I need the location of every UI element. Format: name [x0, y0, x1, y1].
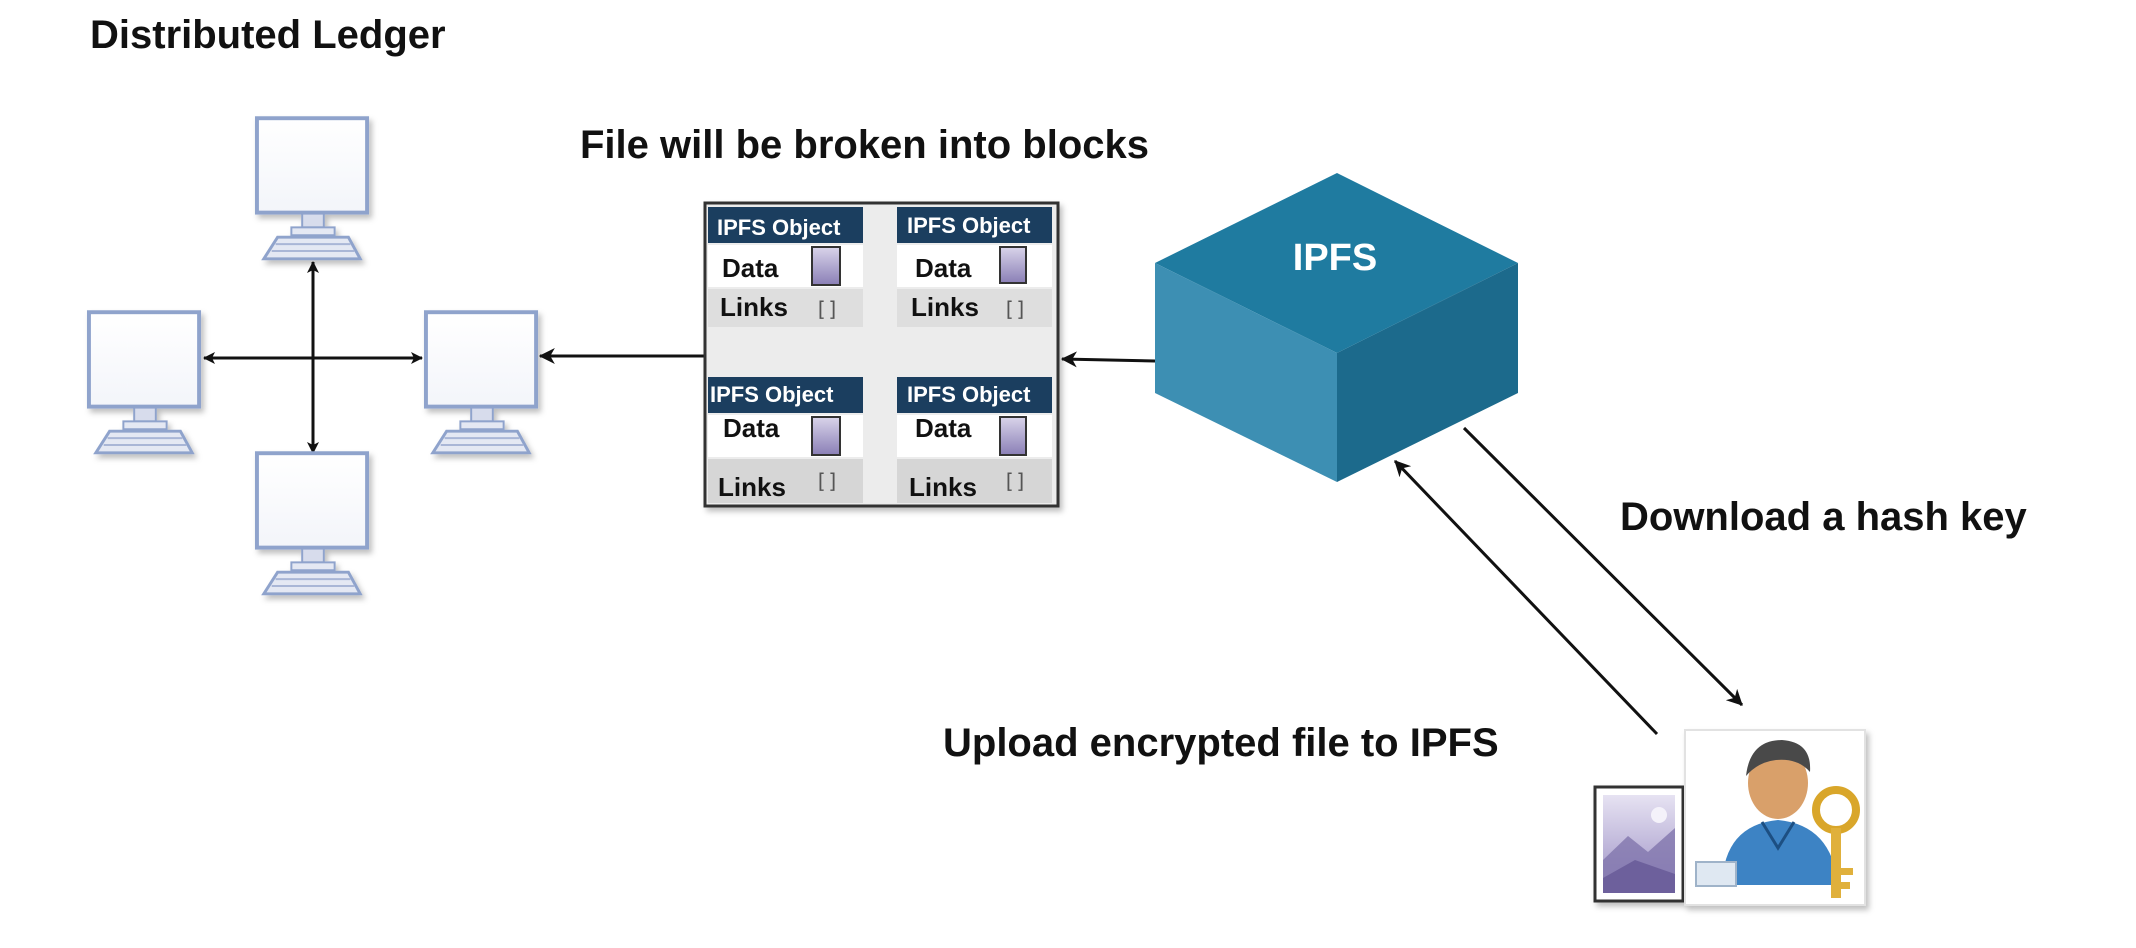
upload-heading: Upload encrypted file to IPFS	[943, 721, 1499, 765]
user-with-key-icon	[1684, 729, 1866, 906]
computer-icon	[254, 451, 370, 596]
data-doc-icon	[811, 416, 841, 456]
ipfs-cube-right	[1337, 263, 1518, 482]
ipfs-object-data-label: Data	[915, 253, 972, 283]
ipfs-object-title: IPFS Object	[907, 213, 1031, 238]
ipfs-object: IPFS Object Data Links []	[708, 207, 863, 327]
ipfs-object-links-label: Links	[720, 292, 788, 322]
download-heading: Download a hash key	[1620, 495, 2028, 539]
ipfs-object-data-label: Data	[915, 413, 972, 443]
ipfs-cube: IPFS	[1155, 173, 1518, 482]
blocks-heading: File will be broken into blocks	[580, 123, 1149, 167]
ipfs-object-title: IPFS Object	[717, 215, 841, 240]
computer-icon	[86, 310, 202, 455]
ipfs-object-links-value: []	[1003, 469, 1027, 493]
ipfs-object-data-label: Data	[723, 413, 780, 443]
ipfs-object-links-label: Links	[909, 472, 977, 502]
ipfs-object-title: IPFS Object	[710, 382, 834, 407]
ipfs-object-data-label: Data	[722, 253, 779, 283]
arrow-upload-to-ipfs	[1393, 459, 1659, 736]
ipfs-object-title: IPFS Object	[907, 382, 1031, 407]
computer-icon	[423, 310, 539, 455]
ledger-network	[86, 116, 539, 596]
ipfs-object-links-value: []	[1003, 297, 1027, 321]
ipfs-cube-label: IPFS	[1293, 237, 1377, 279]
ipfs-object: IPFS Object Data Links []	[897, 207, 1052, 327]
ipfs-object-links-value: []	[815, 297, 839, 321]
data-doc-icon	[999, 416, 1027, 456]
arrow-ipfs-to-blocks	[1060, 351, 1156, 368]
ledger-heading: Distributed Ledger	[90, 13, 446, 57]
ipfs-cube-left	[1155, 263, 1337, 482]
image-file-icon	[1593, 785, 1685, 903]
ipfs-object: IPFS Object Data Links []	[897, 377, 1052, 503]
computer-icon	[254, 116, 370, 261]
arrow-download-hash	[1462, 426, 1744, 707]
data-doc-icon	[811, 246, 841, 286]
ipfs-object: IPFS Object Data Links []	[708, 377, 863, 503]
ipfs-object-links-label: Links	[911, 292, 979, 322]
blocks-panel: IPFS Object Data Links [] IPFS Object Da…	[703, 201, 1060, 508]
ipfs-cube-top	[1155, 173, 1518, 353]
data-doc-icon	[999, 246, 1027, 284]
ipfs-object-links-value: []	[815, 469, 839, 493]
ipfs-object-links-label: Links	[718, 472, 786, 502]
